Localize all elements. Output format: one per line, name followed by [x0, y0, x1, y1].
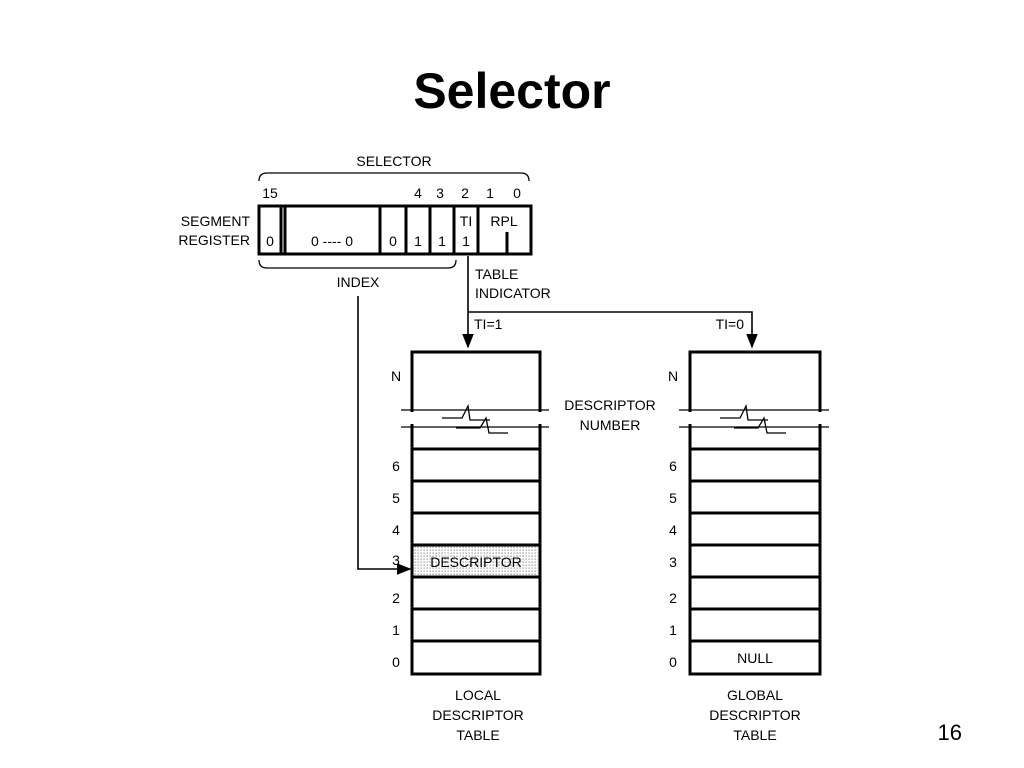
register-label: REGISTER [178, 232, 250, 248]
field-value-index-bits: 0 ---- 0 [311, 233, 353, 249]
table-indicator-connector [462, 256, 758, 349]
local-row-label-6: 6 [392, 458, 400, 474]
local-row-label-0: 0 [392, 654, 400, 670]
branch-label-global: TI=0 [716, 316, 745, 332]
bit-label-0: 0 [513, 185, 521, 201]
local-descriptor-table [401, 350, 549, 676]
global-row-label-3: 3 [669, 554, 677, 570]
local-row-label-4: 4 [392, 522, 400, 538]
global-descriptor-table [679, 350, 829, 676]
bit-label-15: 15 [262, 185, 278, 201]
global-row-label-4: 4 [669, 522, 677, 538]
descriptor-number-label-1: DESCRIPTOR [564, 397, 656, 413]
ti-value: 1 [462, 233, 470, 249]
table-indicator-label-2: INDICATOR [475, 285, 551, 301]
global-table-name-1: GLOBAL [727, 687, 783, 703]
rpl-label: RPL [490, 213, 517, 229]
global-row-label-5: 5 [669, 490, 677, 506]
local-row-label-3: 3 [392, 552, 400, 568]
bit-label-2: 2 [461, 185, 469, 201]
field-value-bit4: 1 [414, 233, 422, 249]
index-label: INDEX [337, 274, 380, 290]
selector-brace [258, 172, 530, 182]
local-row-label-5: 5 [392, 490, 400, 506]
local-row-label-2: 2 [392, 590, 400, 606]
descriptor-entry: DESCRIPTOR [430, 554, 522, 570]
page-title: Selector [413, 63, 611, 119]
descriptor-highlight-fill [412, 546, 538, 576]
global-row-label-2: 2 [669, 590, 677, 606]
local-table-name-3: TABLE [456, 727, 499, 743]
index-brace [258, 259, 457, 269]
slide-number: 16 [937, 720, 962, 745]
bit-label-1: 1 [486, 185, 494, 201]
null-entry: NULL [737, 650, 773, 666]
local-table-name-2: DESCRIPTOR [432, 707, 524, 723]
index-arrow [357, 296, 412, 575]
global-row-label-6: 6 [669, 458, 677, 474]
global-row-label-0: 0 [669, 654, 677, 670]
local-row-label-n: N [391, 368, 401, 384]
global-row-label-1: 1 [669, 622, 677, 638]
segment-register [257, 204, 533, 256]
global-table-name-3: TABLE [733, 727, 776, 743]
local-row-label-1: 1 [392, 622, 400, 638]
field-value-bit15: 0 [266, 233, 274, 249]
segment-label: SEGMENT [181, 213, 251, 229]
global-row-label-n: N [668, 368, 678, 384]
bit-label-4: 4 [414, 185, 422, 201]
global-table-name-2: DESCRIPTOR [709, 707, 801, 723]
branch-label-local: TI=1 [474, 316, 503, 332]
table-indicator-label-1: TABLE [475, 266, 518, 282]
ti-label: TI [460, 213, 472, 229]
descriptor-number-label-2: NUMBER [580, 417, 641, 433]
bit-label-3: 3 [436, 185, 444, 201]
field-value-bit5: 0 [389, 233, 397, 249]
selector-label: SELECTOR [356, 153, 431, 169]
field-value-bit3: 1 [438, 233, 446, 249]
local-table-name-1: LOCAL [455, 687, 501, 703]
